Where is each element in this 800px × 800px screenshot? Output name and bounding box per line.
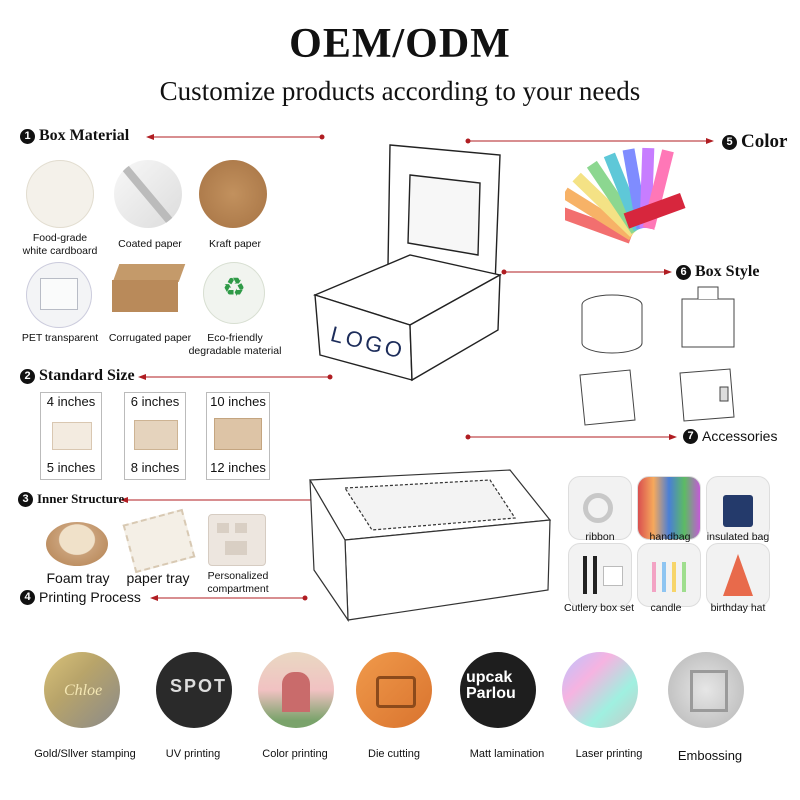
kraft-paper-swatch xyxy=(199,160,267,228)
foam-tray-image xyxy=(46,522,108,566)
corrugated-paper-swatch xyxy=(112,264,186,316)
section-printing-process: 4 Printing Process xyxy=(20,589,141,605)
printing-label: Gold/Sllver stamping xyxy=(34,748,136,760)
material-label: Coated paper xyxy=(118,238,182,250)
window-box-illustration xyxy=(308,469,552,623)
section-box-material: 1 Box Material xyxy=(20,127,129,145)
accessory-label: handbag xyxy=(649,531,691,543)
section-label: Printing Process xyxy=(39,589,141,605)
coated-paper-swatch xyxy=(114,160,182,228)
page-subtitle: Customize products according to your nee… xyxy=(159,76,641,106)
white-cardboard-swatch xyxy=(26,160,94,228)
color-fan-illustration xyxy=(565,147,686,244)
lamination-text: upcak Parlou xyxy=(466,669,516,702)
recycle-icon: ♻ xyxy=(203,262,265,324)
cutlery-icon xyxy=(568,543,632,607)
stamping-text: Chloe xyxy=(64,682,103,699)
section-label: Box Material xyxy=(39,127,130,144)
section-box-style: 6 Box Style xyxy=(676,263,759,281)
size-card: 10 inches 12 inches xyxy=(206,392,270,480)
section-label: Color xyxy=(741,131,788,152)
material-label: Eco-friendly degradable material xyxy=(188,332,282,357)
section-number: 5 xyxy=(722,134,737,150)
size-card: 6 inches 8 inches xyxy=(124,392,186,480)
accessory-label: birthday hat xyxy=(710,602,766,614)
section-number: 1 xyxy=(20,128,35,144)
accessory-label: Cutlery box set xyxy=(563,602,635,614)
printing-label: Embossing xyxy=(677,748,743,763)
section-label: Standard Size xyxy=(39,367,135,384)
section-standard-size: 2 Standard Size xyxy=(20,367,135,385)
embossing-image xyxy=(668,652,744,728)
uv-printing-image: SPOT xyxy=(156,652,232,728)
die-cutting-image xyxy=(356,652,432,728)
section-color: 5 Color xyxy=(722,131,787,153)
ribbon-icon xyxy=(568,476,632,540)
gold-silver-stamping-image: Chloe xyxy=(44,652,120,728)
color-printing-image xyxy=(258,652,334,728)
printing-label: UV printing xyxy=(165,748,221,760)
printing-label: Die cutting xyxy=(368,748,420,760)
compartment-image xyxy=(208,514,266,566)
size-bottom-label: 8 inches xyxy=(130,460,180,475)
material-label: Kraft paper xyxy=(209,238,261,250)
material-label: Corrugated paper xyxy=(108,332,192,344)
handbag-icon xyxy=(637,476,701,540)
section-number: 3 xyxy=(18,491,33,507)
uv-text: SPOT xyxy=(170,676,228,696)
section-number: 7 xyxy=(683,428,698,444)
size-bottom-label: 12 inches xyxy=(210,460,266,475)
printing-label: Color printing xyxy=(262,748,328,760)
accessory-label: insulated bag xyxy=(706,531,770,543)
section-number: 6 xyxy=(676,264,691,280)
accessory-label: ribbon xyxy=(585,531,615,543)
printing-label: Laser printing xyxy=(575,748,643,760)
section-number: 4 xyxy=(20,589,35,605)
section-number: 2 xyxy=(20,368,35,384)
size-top-label: 10 inches xyxy=(210,394,266,409)
section-label: Box Style xyxy=(695,263,760,280)
section-label: Accessories xyxy=(702,428,778,444)
box-style-illustrations xyxy=(579,286,735,426)
candle-icon xyxy=(637,543,701,607)
section-label: Inner Structure xyxy=(37,491,125,506)
pet-transparent-swatch xyxy=(26,262,92,328)
open-box-illustration xyxy=(312,144,502,382)
page-title: OEM/ODM xyxy=(289,21,511,67)
material-label: PET transparent xyxy=(21,332,99,344)
size-card: 4 inches 5 inches xyxy=(40,392,102,480)
matt-lamination-image: upcak Parlou xyxy=(460,652,536,728)
section-accessories: 7 Accessories xyxy=(683,428,777,444)
size-top-label: 4 inches xyxy=(46,394,96,409)
accessory-label: candle xyxy=(650,602,682,614)
birthday-hat-icon xyxy=(706,543,770,607)
inner-label: Personalized compartment xyxy=(207,570,269,595)
section-inner-structure: 3 Inner Structure xyxy=(18,491,124,507)
material-label: Food-grade white cardboard xyxy=(22,232,98,257)
insulated-bag-icon xyxy=(706,476,770,540)
laser-printing-image xyxy=(562,652,638,728)
printing-label: Matt lamination xyxy=(469,748,545,760)
inner-label: Foam tray xyxy=(46,570,110,586)
inner-label: paper tray xyxy=(126,570,190,586)
size-top-label: 6 inches xyxy=(130,394,180,409)
size-bottom-label: 5 inches xyxy=(46,460,96,475)
